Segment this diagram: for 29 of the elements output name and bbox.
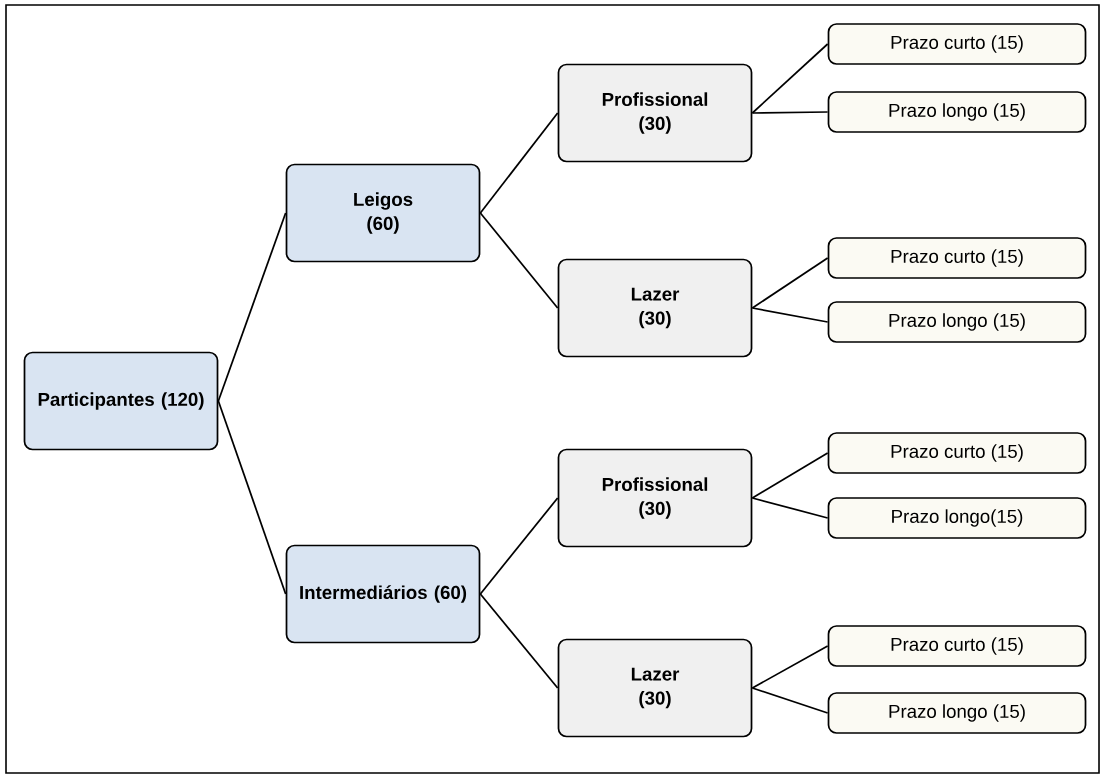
connector-line: [217, 212, 287, 402]
connector-line: [479, 112, 559, 214]
process-box: Lazer (30): [557, 638, 753, 738]
process-box: Profissional (30): [557, 448, 753, 548]
process-box: Leigos (60): [285, 163, 481, 263]
leaf-box: Prazo longo(15): [827, 497, 1087, 539]
process-box: Lazer (30): [557, 258, 753, 358]
connector-line: [751, 43, 829, 114]
leaf-box: Prazo longo (15): [827, 91, 1087, 133]
connector-line: [479, 212, 559, 309]
connector-line: [751, 111, 829, 114]
connector-line: [751, 687, 829, 714]
leaf-box: Prazo curto (15): [827, 432, 1087, 474]
process-box: Intermediários (60): [285, 544, 481, 644]
connector-line: [479, 497, 559, 595]
connector-line: [217, 400, 287, 595]
connector-line: [751, 452, 829, 499]
leaf-box: Prazo longo (15): [827, 301, 1087, 343]
connector-line: [751, 257, 829, 309]
leaf-box: Prazo curto (15): [827, 237, 1087, 279]
process-box: Participantes (120): [23, 351, 219, 451]
connector-line: [751, 307, 829, 323]
connector-line: [479, 593, 559, 689]
leaf-box: Prazo longo (15): [827, 692, 1087, 734]
connector-line: [751, 645, 829, 689]
process-box: Profissional (30): [557, 63, 753, 163]
leaf-box: Prazo curto (15): [827, 625, 1087, 667]
leaf-box: Prazo curto (15): [827, 23, 1087, 65]
connector-line: [751, 497, 829, 519]
